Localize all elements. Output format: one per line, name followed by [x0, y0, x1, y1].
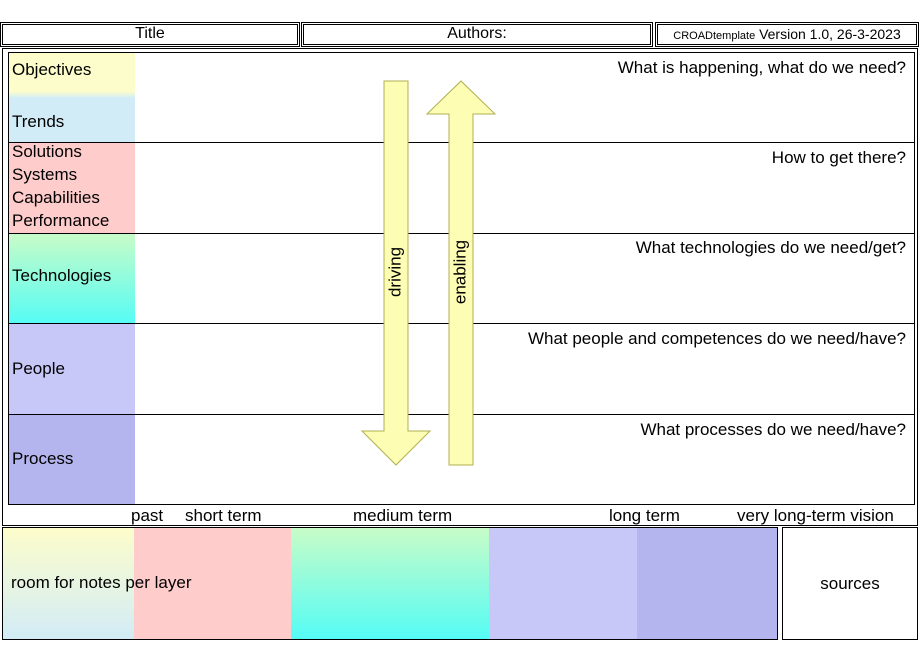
layer-label-technologies: Technologies [12, 266, 112, 285]
layer-label-people: People [12, 359, 65, 378]
version-label: Version 1.0, 26-3-2023 [755, 26, 901, 42]
authors-label: Authors: [447, 25, 507, 42]
layer-cell-objectives [9, 53, 135, 98]
layer-label-objectives: Objectives [12, 60, 92, 79]
roadmap-frame [2, 48, 918, 526]
notes-cell-4 [489, 528, 637, 639]
roadmap-grid [8, 52, 915, 505]
question-solutions: How to get there? [771, 148, 906, 167]
notes-cell-3 [291, 528, 489, 639]
driving-label: driving [385, 247, 404, 297]
enabling-arrow [425, 80, 497, 466]
layer-label-trends: Trends [12, 112, 65, 131]
question-people: What people and competences do we need/h… [527, 329, 906, 348]
notes-text: room for notes per layer [11, 573, 192, 592]
sources-label: sources [820, 573, 880, 593]
enabling-label: enabling [450, 240, 469, 304]
notes-cell-5 [637, 528, 777, 639]
timeline-medium-term: medium term [353, 506, 453, 525]
template-name: CROADtemplate [673, 30, 756, 42]
timeline-short-term: short term [185, 506, 262, 525]
layer-cell-trends [9, 98, 135, 143]
question-technologies: What technologies do we need/get? [635, 238, 906, 257]
question-objectives: What is happening, what do we need? [617, 58, 906, 77]
timeline-very-long-term: very long-term vision [737, 506, 894, 525]
title-box[interactable]: Title [0, 22, 300, 47]
layer-cell-people [9, 324, 135, 415]
question-process: What processes do we need/have? [640, 420, 906, 439]
version-box: CROADtemplate Version 1.0, 26-3-2023 [655, 22, 919, 47]
layer-label-process: Process [12, 449, 74, 468]
timeline-past: past [131, 506, 164, 525]
title-label: Title [135, 25, 165, 42]
driving-arrow [360, 80, 432, 466]
layer-cell-process [9, 415, 135, 504]
sources-box[interactable]: sources [782, 527, 918, 640]
notes-cell-2 [134, 528, 291, 639]
timeline-long-term: long term [609, 506, 680, 525]
layer-cell-solutions [9, 143, 135, 234]
layer-cell-technologies [9, 234, 135, 324]
notes-frame [2, 527, 778, 640]
authors-box[interactable]: Authors: [301, 22, 653, 47]
layer-label-solutions: Solutions Systems Capabilities Performan… [12, 142, 110, 230]
notes-cell-1 [3, 528, 134, 639]
